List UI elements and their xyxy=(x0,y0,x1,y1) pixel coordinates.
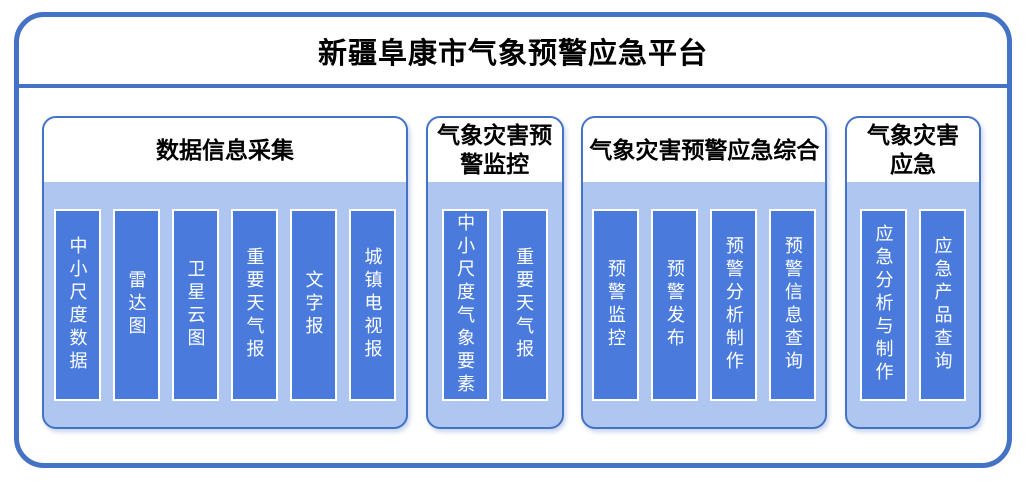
page-title: 新疆阜康市气象预警应急平台 xyxy=(317,37,708,70)
item-emergency-product-query: 应急产品查询 xyxy=(918,208,966,401)
item-warning-release: 预警发布 xyxy=(651,208,699,401)
groups-row: 数据信息采集 中小尺度数据 雷达图 卫星云图 重要天气报 文字报 城镇电视报 气… xyxy=(19,88,1007,463)
group-disaster-emergency: 气象灾害 应急 应急分析与制作 应急产品查询 xyxy=(844,116,981,429)
group-header-warning-emergency-comprehensive: 气象灾害预警应急综合 xyxy=(583,118,826,182)
item-mesoscale-data: 中小尺度数据 xyxy=(54,208,101,401)
group-warning-emergency-comprehensive: 气象灾害预警应急综合 预警监控 预警发布 预警分析制作 预警信息查询 xyxy=(581,116,828,429)
group-header-disaster-emergency: 气象灾害 应急 xyxy=(846,118,979,182)
group-body-warning-emergency-comprehensive: 预警监控 预警发布 预警分析制作 预警信息查询 xyxy=(583,182,825,427)
platform-frame: 新疆阜康市气象预警应急平台 数据信息采集 中小尺度数据 雷达图 卫星云图 重要天… xyxy=(14,12,1012,468)
item-warning-monitoring: 预警监控 xyxy=(592,208,640,401)
item-important-weather-report-2: 重要天气报 xyxy=(500,208,548,401)
item-town-tv-report: 城镇电视报 xyxy=(349,208,396,401)
group-header-data-collection: 数据信息采集 xyxy=(44,118,406,182)
group-body-data-collection: 中小尺度数据 雷达图 卫星云图 重要天气报 文字报 城镇电视报 xyxy=(44,182,406,427)
item-emergency-analysis-production: 应急分析与制作 xyxy=(859,208,907,401)
item-satellite-cloud-image: 卫星云图 xyxy=(172,208,219,401)
item-warning-info-query: 预警信息查询 xyxy=(769,208,817,401)
group-body-disaster-emergency: 应急分析与制作 应急产品查询 xyxy=(847,182,979,427)
item-warning-analysis-production: 预警分析制作 xyxy=(710,208,758,401)
group-header-warning-monitoring: 气象灾害预 警监控 xyxy=(427,118,562,182)
item-text-report: 文字报 xyxy=(290,208,337,401)
item-radar-chart: 雷达图 xyxy=(113,208,160,401)
group-body-warning-monitoring: 中小尺度气象要素 重要天气报 xyxy=(428,182,562,427)
item-important-weather-report: 重要天气报 xyxy=(231,208,278,401)
item-mesoscale-weather-elements: 中小尺度气象要素 xyxy=(441,208,489,401)
group-warning-monitoring: 气象灾害预 警监控 中小尺度气象要素 重要天气报 xyxy=(425,116,564,429)
title-bar: 新疆阜康市气象预警应急平台 xyxy=(19,17,1007,88)
group-data-collection: 数据信息采集 中小尺度数据 雷达图 卫星云图 重要天气报 文字报 城镇电视报 xyxy=(42,116,408,429)
